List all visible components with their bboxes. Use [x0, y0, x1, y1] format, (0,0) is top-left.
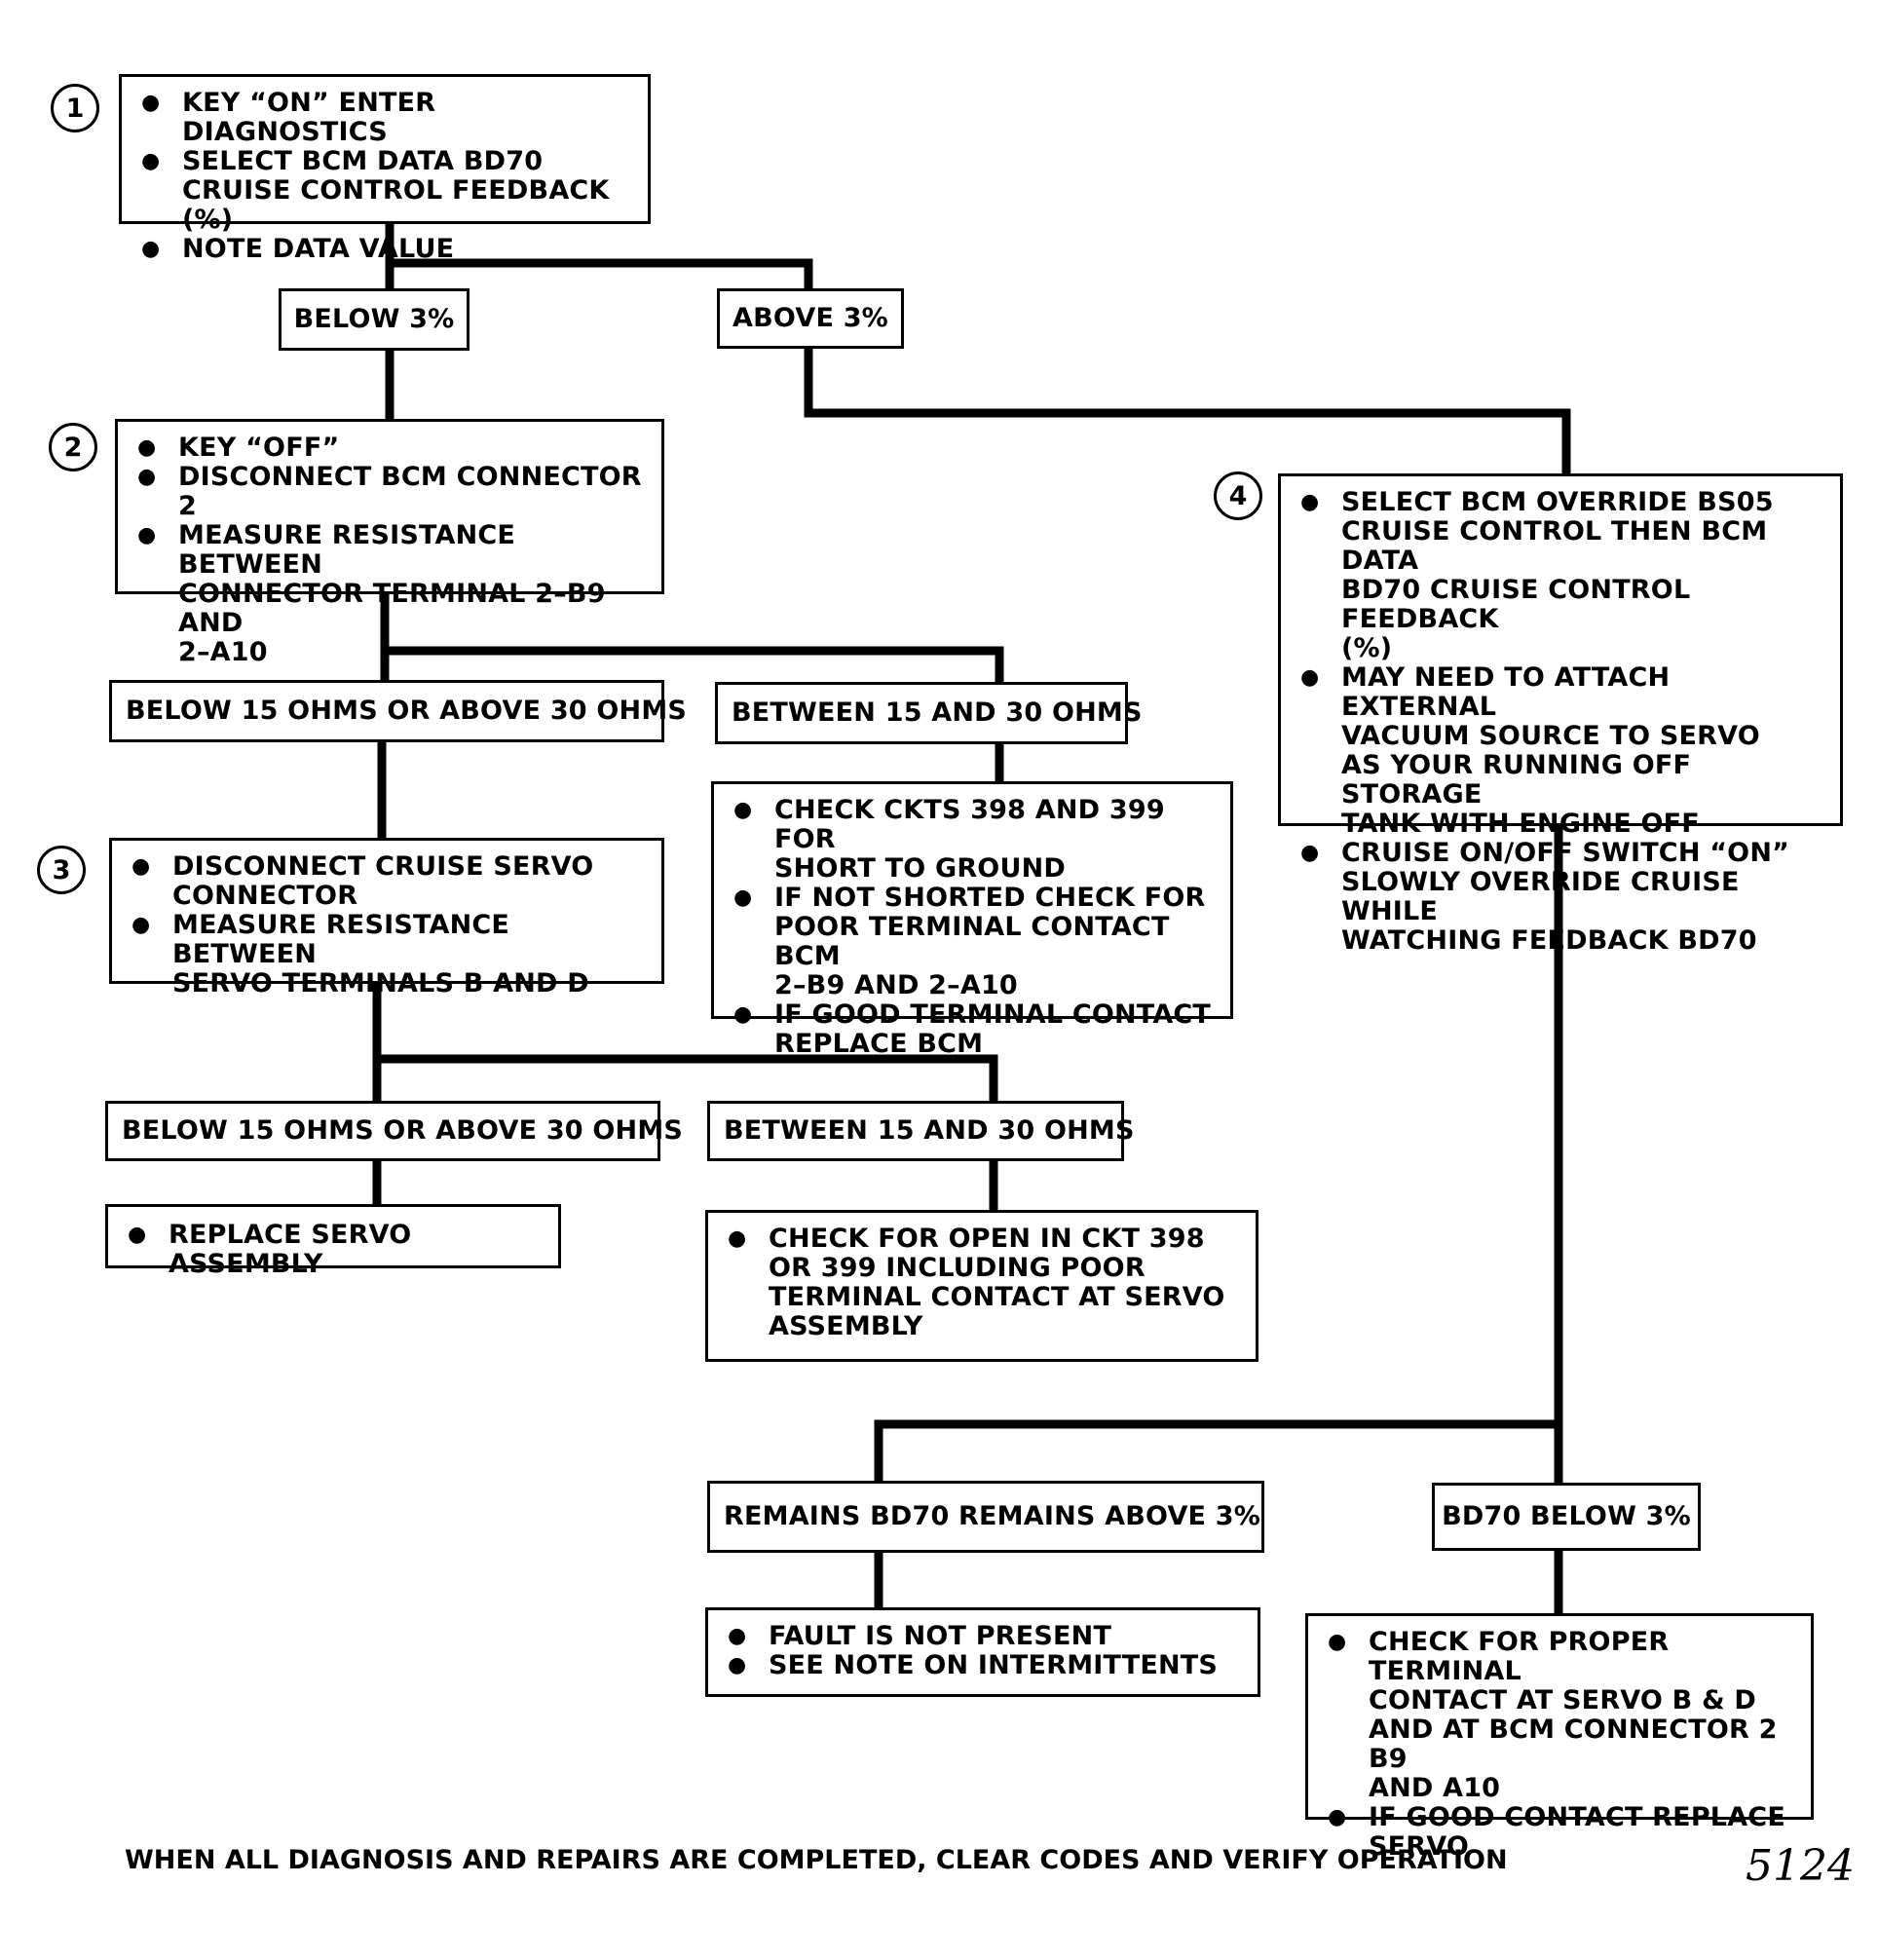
bullet-item: FAULT IS NOT PRESENT — [728, 1622, 1248, 1652]
bullet-item: MAY NEED TO ATTACH EXTERNAL VACUUM SOURC… — [1300, 663, 1830, 839]
connector-step4-remains — [874, 1419, 1563, 1486]
connector-above3-step4 — [804, 344, 1571, 478]
check-contact-box: CHECK FOR PROPER TERMINAL CONTACT AT SER… — [1305, 1613, 1814, 1862]
check-ckts-list: CHECK CKTS 398 AND 399 FOR SHORT TO GROU… — [733, 796, 1221, 1059]
fault-not-present-box: FAULT IS NOT PRESENTSEE NOTE ON INTERMIT… — [705, 1607, 1260, 1697]
replace-servo-list: REPLACE SERVO ASSEMBLY — [128, 1221, 548, 1279]
step-3-number: 3 — [37, 846, 86, 894]
bullet-item: DISCONNECT BCM CONNECTOR 2 — [137, 463, 652, 521]
branch-step2-in-range: BETWEEN 15 AND 30 OHMS — [715, 682, 1142, 744]
branch-step2-out-of-range: BELOW 15 OHMS OR ABOVE 30 OHMS — [109, 680, 687, 742]
step-3-box: DISCONNECT CRUISE SERVO CONNECTORMEASURE… — [109, 838, 664, 999]
check-open-box: CHECK FOR OPEN IN CKT 398 OR 399 INCLUDI… — [705, 1210, 1258, 1362]
bullet-item: KEY “ON” ENTER DIAGNOSTICS — [141, 89, 638, 147]
bullet-item: CHECK FOR OPEN IN CKT 398 OR 399 INCLUDI… — [728, 1225, 1246, 1341]
bullet-item: IF GOOD CONTACT REPLACE SERVO — [1328, 1803, 1801, 1862]
figure-number: 5124 — [1746, 1841, 1855, 1891]
replace-servo-box: REPLACE SERVO ASSEMBLY — [105, 1204, 561, 1279]
branch-step3-in-range: BETWEEN 15 AND 30 OHMS — [707, 1101, 1134, 1161]
bullet-item: IF GOOD TERMINAL CONTACT REPLACE BCM — [733, 1000, 1221, 1059]
bullet-item: SEE NOTE ON INTERMITTENTS — [728, 1651, 1248, 1681]
step-2-box: KEY “OFF”DISCONNECT BCM CONNECTOR 2MEASU… — [115, 419, 664, 667]
bullet-item: SELECT BCM DATA BD70 CRUISE CONTROL FEED… — [141, 147, 638, 235]
connector-step1-above — [385, 258, 813, 293]
step-1-number: 1 — [51, 84, 99, 132]
step-4-number: 4 — [1214, 471, 1262, 520]
footer-note: WHEN ALL DIAGNOSIS AND REPAIRS ARE COMPL… — [125, 1845, 1508, 1875]
bullet-item: CHECK CKTS 398 AND 399 FOR SHORT TO GROU… — [733, 796, 1221, 884]
bullet-item: SELECT BCM OVERRIDE BS05 CRUISE CONTROL … — [1300, 488, 1830, 663]
branch-above-3pct: ABOVE 3% — [717, 288, 904, 349]
bullet-item: KEY “OFF” — [137, 433, 652, 464]
bullet-item: CRUISE ON/OFF SWITCH “ON” SLOWLY OVERRID… — [1300, 839, 1830, 956]
check-open-list: CHECK FOR OPEN IN CKT 398 OR 399 INCLUDI… — [728, 1225, 1246, 1341]
branch-bd70-remains-above: REMAINS BD70 REMAINS ABOVE 3% — [707, 1481, 1264, 1553]
step-1-box: KEY “ON” ENTER DIAGNOSTICSSELECT BCM DAT… — [119, 74, 651, 264]
bullet-item: DISCONNECT CRUISE SERVO CONNECTOR — [131, 852, 652, 911]
branch-bd70-below: BD70 BELOW 3% — [1432, 1483, 1701, 1551]
step-1-list: KEY “ON” ENTER DIAGNOSTICSSELECT BCM DAT… — [141, 89, 638, 265]
step-4-list: SELECT BCM OVERRIDE BS05 CRUISE CONTROL … — [1300, 488, 1830, 956]
bullet-item: NOTE DATA VALUE — [141, 235, 638, 265]
bullet-item: MEASURE RESISTANCE BETWEEN CONNECTOR TER… — [137, 521, 652, 667]
check-ckts-box: CHECK CKTS 398 AND 399 FOR SHORT TO GROU… — [711, 781, 1233, 1059]
bullet-item: MEASURE RESISTANCE BETWEEN SERVO TERMINA… — [131, 911, 652, 999]
bullet-item: REPLACE SERVO ASSEMBLY — [128, 1221, 548, 1279]
step-3-list: DISCONNECT CRUISE SERVO CONNECTORMEASURE… — [131, 852, 652, 999]
branch-below-3pct: BELOW 3% — [279, 288, 470, 351]
step-4-box: SELECT BCM OVERRIDE BS05 CRUISE CONTROL … — [1278, 473, 1843, 956]
connector-step3-in — [372, 1054, 998, 1106]
branch-step3-out-of-range: BELOW 15 OHMS OR ABOVE 30 OHMS — [105, 1101, 683, 1161]
step-2-list: KEY “OFF”DISCONNECT BCM CONNECTOR 2MEASU… — [137, 433, 652, 667]
fault-not-present-list: FAULT IS NOT PRESENTSEE NOTE ON INTERMIT… — [728, 1622, 1248, 1681]
bullet-item: CHECK FOR PROPER TERMINAL CONTACT AT SER… — [1328, 1628, 1801, 1803]
bullet-item: IF NOT SHORTED CHECK FOR POOR TERMINAL C… — [733, 884, 1221, 1000]
check-contact-list: CHECK FOR PROPER TERMINAL CONTACT AT SER… — [1328, 1628, 1801, 1862]
step-2-number: 2 — [49, 423, 97, 471]
